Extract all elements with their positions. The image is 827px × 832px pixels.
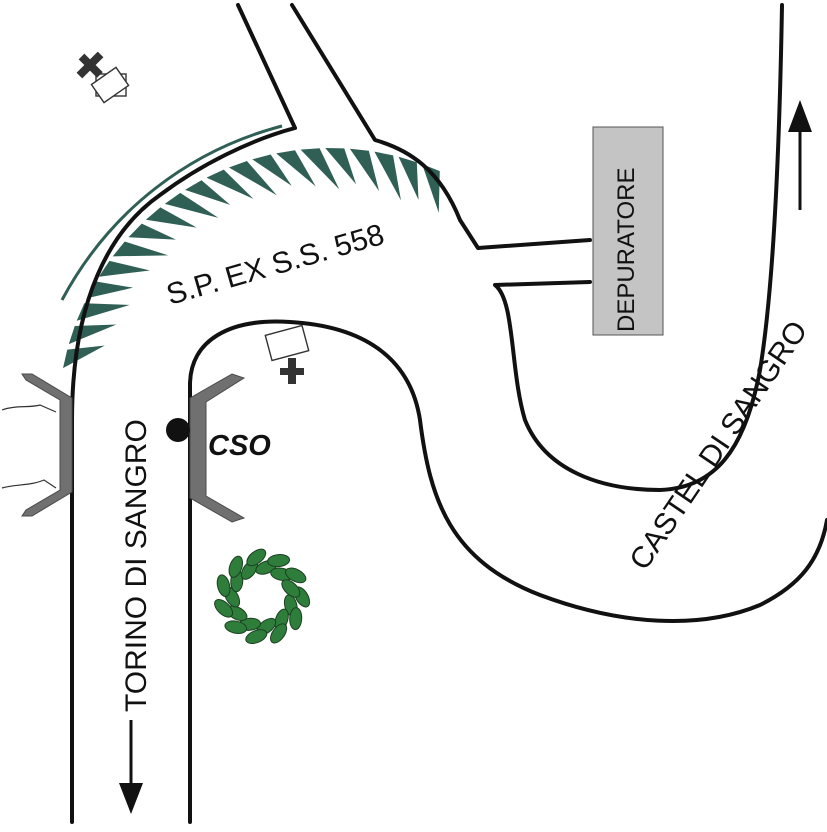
road-name-label: S.P. EX S.S. 558	[163, 218, 388, 312]
embankment-vegetation	[60, 124, 440, 369]
vegetation-spike	[228, 161, 277, 196]
outfall-point-icon	[166, 418, 190, 442]
arrow-head-up	[788, 100, 812, 132]
vegetation-spike	[86, 281, 134, 299]
depuratore-label: DEPURATORE	[613, 168, 640, 332]
vegetation-spike	[112, 241, 169, 257]
depuratore-box	[592, 126, 664, 336]
tree-leaf	[246, 548, 267, 567]
direction-arrow-icon	[788, 100, 812, 210]
vegetation-spike	[276, 150, 316, 187]
cross-bar-horizontal	[280, 368, 304, 375]
tree-icon	[214, 548, 311, 645]
tree-leaf	[214, 599, 234, 618]
vegetation-spike	[62, 345, 105, 369]
vegetation-spike	[76, 303, 130, 321]
cemetery-cross-icon	[76, 51, 130, 104]
tree-leaf	[281, 579, 301, 598]
tree-leaf	[267, 554, 291, 568]
cso-label: CSO	[208, 430, 271, 462]
tree-leaf	[216, 574, 231, 597]
torino-label: TORINO DI SANGRO	[120, 419, 153, 712]
road-inner-edge	[188, 319, 827, 824]
stream-upper	[1, 404, 57, 413]
tree-leaf	[270, 623, 288, 644]
vegetation-spike	[300, 148, 340, 190]
tree-leaf	[285, 567, 307, 584]
tree-leaf	[228, 555, 244, 578]
bridge-right	[189, 373, 246, 523]
depuratore-building: DEPURATORE	[592, 126, 664, 336]
vegetation-spike	[98, 260, 150, 277]
tree-leaf	[224, 620, 248, 634]
vegetation-spike	[128, 223, 176, 240]
vegetation-spike	[349, 148, 380, 192]
road-depuratore-lower	[493, 3, 784, 492]
cemetery-cross-icon	[264, 324, 310, 384]
vegetation-spike	[325, 148, 357, 185]
vegetation-spike	[206, 169, 254, 199]
direction-arrow-icon	[119, 720, 143, 814]
bridge-left-shape	[21, 373, 73, 517]
road-outer-edge	[70, 3, 297, 824]
tree-leaf	[289, 607, 303, 631]
cross-box-top	[90, 66, 130, 104]
vegetation-spike	[252, 154, 292, 186]
cross-box-lower	[264, 324, 310, 362]
vegetation-spike	[164, 192, 219, 218]
vegetation-spike	[374, 151, 401, 201]
bridge-right-shape	[189, 373, 246, 523]
vegetation-spike	[145, 207, 197, 228]
road-upper-branch	[290, 3, 592, 250]
cross-bar-horizontal	[78, 53, 103, 78]
vegetation-spike	[398, 156, 419, 200]
bridge-left	[21, 373, 73, 517]
stream-lower	[1, 479, 57, 489]
tree-leaf	[245, 629, 268, 645]
road-network	[70, 3, 827, 824]
vegetation-spike	[185, 180, 231, 205]
vegetation-spike	[68, 324, 117, 345]
vegetation-base	[60, 124, 283, 301]
castel-label: CASTEL DI SANGRO	[623, 315, 814, 576]
arrow-head-down	[119, 783, 143, 814]
